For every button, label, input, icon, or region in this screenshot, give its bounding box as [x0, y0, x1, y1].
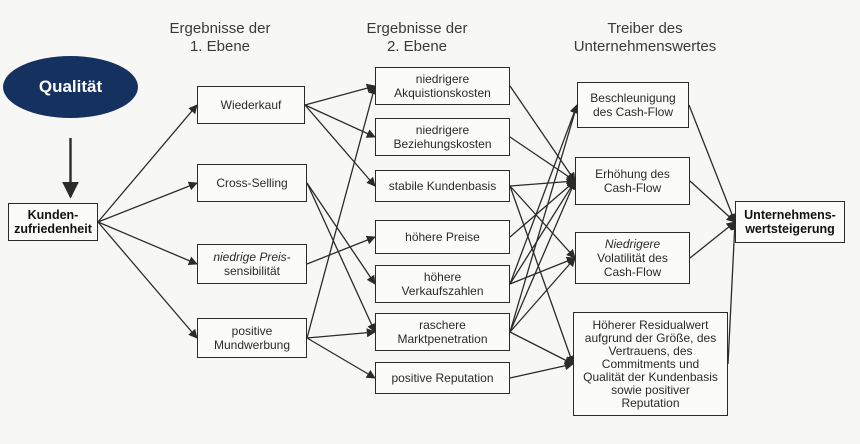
- node-verkaufszahlen: höhere Verkaufszahlen: [375, 265, 510, 303]
- node-erhoehung-label: Erhöhung des Cash-Flow: [595, 167, 670, 195]
- node-mundwerbung: positive Mundwerbung: [197, 318, 307, 358]
- header-drivers: Treiber des Unternehmenswertes: [573, 20, 717, 55]
- node-verkaufszahlen-label: höhere Verkaufszahlen: [401, 270, 484, 298]
- edge-marktpenetration-to-beschleunigung: [509, 104, 580, 333]
- node-mundwerbung-label: positive Mundwerbung: [213, 324, 291, 352]
- edge-mundwerbung-to-reputation: [306, 337, 376, 379]
- node-akquisitionskosten: niedrigere Akquistionskosten: [375, 67, 510, 105]
- node-akquisitionskosten-label: niedrigere Akquistionskosten: [394, 72, 491, 100]
- edge-verkaufszahlen-to-volatilitaet: [509, 256, 576, 285]
- node-residualwert-label: Höherer Residualwert aufgrund der Größe,…: [583, 317, 718, 410]
- edge-kundenzufriedenheit-to-preissensibilitaet: [97, 221, 198, 265]
- node-hoehere-preise: höhere Preise: [375, 220, 510, 254]
- node-beziehungskosten: niedrigere Beziehungskosten: [375, 118, 510, 156]
- edge-hoehere_preise-to-erhoehung: [509, 180, 576, 238]
- edge-marktpenetration-to-residualwert: [509, 331, 574, 365]
- edge-marktpenetration-to-volatilitaet: [509, 257, 576, 333]
- edge-akquisitionskosten-to-erhoehung: [509, 85, 576, 182]
- edge-wiederkauf-to-beziehungskosten: [304, 104, 376, 138]
- node-cross-selling-label: Cross-Selling: [216, 176, 288, 190]
- node-residualwert: Höherer Residualwert aufgrund der Größe,…: [573, 312, 728, 416]
- node-marktpenetration: raschere Marktpenetration: [375, 313, 510, 351]
- node-reputation-label: positive Reputation: [391, 371, 494, 385]
- edge-kundenbasis-to-erhoehung: [509, 177, 576, 187]
- edge-mundwerbung-to-marktpenetration: [306, 328, 376, 339]
- node-beziehungskosten-label: niedrigere Beziehungskosten: [393, 123, 492, 151]
- edge-kundenbasis-to-residualwert: [509, 185, 575, 365]
- node-volatilitaet: Niedrigere Volatilität des Cash-Flow: [575, 232, 690, 284]
- node-volatilitaet-label-italic: Niedrigere: [604, 237, 661, 251]
- node-wertsteigerung: Unternehmens- wertsteigerung: [735, 201, 845, 243]
- node-kundenbasis-label: stabile Kundenbasis: [388, 179, 497, 193]
- node-reputation: positive Reputation: [375, 362, 510, 394]
- node-beschleunigung-label: Beschleunigung des Cash-Flow: [590, 91, 676, 119]
- edge-kundenzufriedenheit-to-cross_selling: [97, 181, 198, 223]
- edge-beziehungskosten-to-erhoehung: [509, 136, 576, 182]
- node-erhoehung: Erhöhung des Cash-Flow: [575, 157, 690, 205]
- edge-cross_selling-to-verkaufszahlen: [306, 182, 376, 285]
- node-preissensibilitaet-label: sensibilität: [223, 264, 281, 278]
- node-beschleunigung: Beschleunigung des Cash-Flow: [577, 82, 689, 128]
- edge-beschleunigung-to-wertsteigerung: [688, 104, 737, 223]
- edge-marktpenetration-to-erhoehung: [509, 180, 576, 333]
- node-kundenzufriedenheit-label: Kunden- zufriedenheit: [14, 208, 92, 236]
- node-wiederkauf: Wiederkauf: [197, 86, 305, 124]
- header-level1: Ergebnisse der 1. Ebene: [169, 20, 271, 55]
- node-kundenzufriedenheit: Kunden- zufriedenheit: [8, 203, 98, 241]
- edge-wiederkauf-to-kundenbasis: [304, 104, 376, 187]
- edge-wiederkauf-to-akquisitionskosten: [304, 83, 376, 106]
- node-wiederkauf-label: Wiederkauf: [220, 98, 282, 112]
- edge-reputation-to-residualwert: [509, 361, 574, 379]
- edge-preissensibilitaet-to-hoehere_preise: [306, 235, 376, 265]
- edge-cross_selling-to-marktpenetration: [306, 182, 376, 333]
- node-marktpenetration-label: raschere Marktpenetration: [397, 318, 488, 346]
- node-wertsteigerung-label: Unternehmens- wertsteigerung: [744, 208, 836, 236]
- node-volatilitaet-label: Volatilität des Cash-Flow: [597, 251, 668, 279]
- quality-label: Qualität: [38, 77, 103, 96]
- header-level2: Ergebnisse der 2. Ebene: [366, 20, 468, 55]
- edge-residualwert-to-wertsteigerung: [727, 221, 740, 365]
- edge-mundwerbung-to-akquisitionskosten: [306, 85, 378, 339]
- node-cross-selling: Cross-Selling: [197, 164, 307, 202]
- edge-verkaufszahlen-to-beschleunigung: [509, 104, 579, 285]
- node-preissensibilitaet-label-italic: niedrige Preis-: [213, 250, 291, 264]
- edge-kundenzufriedenheit-to-mundwerbung: [97, 221, 198, 339]
- edge-volatilitaet-to-wertsteigerung: [689, 221, 736, 259]
- node-preissensibilitaet: niedrige Preis- sensibilität: [197, 244, 307, 284]
- edge-erhoehung-to-wertsteigerung: [689, 180, 736, 223]
- node-kundenbasis: stabile Kundenbasis: [375, 170, 510, 202]
- edge-kundenzufriedenheit-to-wiederkauf: [97, 104, 198, 223]
- edge-verkaufszahlen-to-erhoehung: [509, 180, 576, 285]
- node-hoehere-preise-label: höhere Preise: [405, 230, 480, 244]
- quality-oval: Qualität: [3, 56, 138, 118]
